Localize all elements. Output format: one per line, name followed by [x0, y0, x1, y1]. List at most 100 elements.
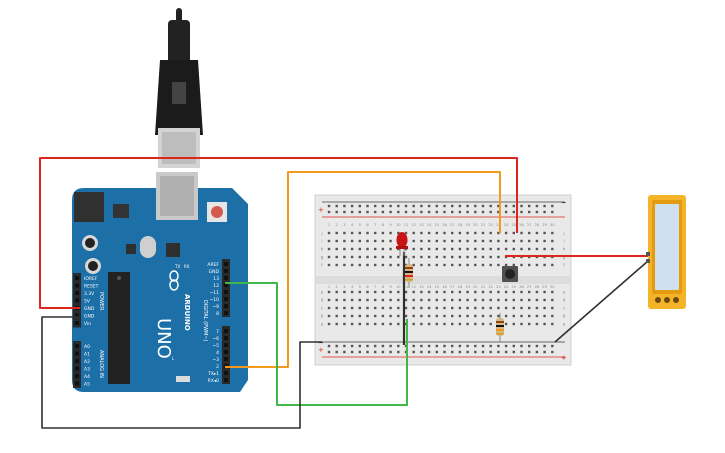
breadboard-hole[interactable]: [366, 322, 369, 326]
breadboard-hole[interactable]: [474, 306, 477, 310]
digital-pin[interactable]: [224, 350, 228, 354]
breadboard-hole[interactable]: [520, 298, 523, 302]
breadboard-hole[interactable]: [512, 298, 515, 302]
breadboard-hole[interactable]: [535, 344, 539, 348]
breadboard-hole[interactable]: [520, 239, 523, 243]
breadboard-hole[interactable]: [435, 344, 438, 348]
breadboard-hole[interactable]: [443, 231, 446, 235]
analog-pin[interactable]: [75, 374, 79, 378]
breadboard-hole[interactable]: [381, 210, 385, 214]
breadboard-hole[interactable]: [350, 255, 354, 259]
breadboard-hole[interactable]: [466, 306, 469, 310]
breadboard-hole[interactable]: [512, 204, 515, 208]
breadboard-hole[interactable]: [551, 263, 554, 267]
breadboard-hole[interactable]: [404, 231, 408, 235]
breadboard-hole[interactable]: [343, 231, 346, 235]
breadboard-hole[interactable]: [551, 322, 554, 326]
breadboard-hole[interactable]: [374, 290, 377, 294]
breadboard-hole[interactable]: [389, 344, 392, 348]
breadboard-hole[interactable]: [520, 350, 523, 354]
breadboard-hole[interactable]: [374, 263, 377, 267]
breadboard-hole[interactable]: [389, 255, 392, 259]
power-pin[interactable]: [75, 298, 79, 303]
breadboard-hole[interactable]: [435, 255, 438, 259]
breadboard-hole[interactable]: [504, 298, 508, 302]
breadboard-hole[interactable]: [512, 263, 515, 267]
breadboard-hole[interactable]: [350, 239, 354, 243]
breadboard-hole[interactable]: [343, 314, 346, 318]
breadboard-hole[interactable]: [343, 322, 346, 326]
breadboard-hole[interactable]: [474, 314, 477, 318]
digital-pin[interactable]: [224, 269, 228, 273]
breadboard-hole[interactable]: [489, 322, 492, 326]
breadboard-hole[interactable]: [420, 255, 423, 259]
breadboard-hole[interactable]: [443, 210, 446, 214]
digital-pin[interactable]: [224, 311, 228, 315]
breadboard-hole[interactable]: [504, 239, 508, 243]
digital-pin[interactable]: [224, 329, 228, 333]
breadboard-hole[interactable]: [543, 290, 546, 294]
breadboard-hole[interactable]: [420, 210, 423, 214]
breadboard-hole[interactable]: [427, 322, 431, 326]
power-pin[interactable]: [75, 321, 79, 325]
breadboard-hole[interactable]: [466, 231, 469, 235]
breadboard-hole[interactable]: [350, 306, 354, 310]
breadboard-hole[interactable]: [481, 204, 485, 208]
breadboard-hole[interactable]: [389, 306, 392, 310]
breadboard-hole[interactable]: [481, 298, 485, 302]
breadboard-hole[interactable]: [397, 314, 400, 318]
breadboard-hole[interactable]: [528, 231, 531, 235]
breadboard-hole[interactable]: [543, 263, 546, 267]
breadboard-hole[interactable]: [443, 344, 446, 348]
breadboard-hole[interactable]: [497, 314, 500, 318]
breadboard-hole[interactable]: [427, 298, 431, 302]
breadboard-hole[interactable]: [528, 263, 531, 267]
power-pin[interactable]: [75, 276, 79, 280]
breadboard-hole[interactable]: [474, 255, 477, 259]
breadboard-hole[interactable]: [366, 306, 369, 310]
breadboard-hole[interactable]: [350, 322, 354, 326]
breadboard-hole[interactable]: [497, 350, 500, 354]
breadboard-hole[interactable]: [504, 350, 508, 354]
breadboard-hole[interactable]: [381, 263, 385, 267]
breadboard-hole[interactable]: [343, 204, 346, 208]
breadboard-hole[interactable]: [397, 298, 400, 302]
breadboard-hole[interactable]: [443, 290, 446, 294]
breadboard-hole[interactable]: [389, 247, 392, 251]
breadboard-hole[interactable]: [397, 210, 400, 214]
breadboard-hole[interactable]: [481, 322, 485, 326]
breadboard-hole[interactable]: [435, 350, 438, 354]
breadboard-hole[interactable]: [451, 239, 454, 243]
breadboard-hole[interactable]: [528, 204, 531, 208]
breadboard-hole[interactable]: [335, 322, 338, 326]
breadboard-hole[interactable]: [343, 239, 346, 243]
breadboard-hole[interactable]: [420, 263, 423, 267]
breadboard-hole[interactable]: [404, 210, 408, 214]
breadboard-hole[interactable]: [497, 231, 500, 235]
breadboard-hole[interactable]: [443, 239, 446, 243]
breadboard-hole[interactable]: [504, 231, 508, 235]
breadboard-hole[interactable]: [435, 290, 438, 294]
breadboard-hole[interactable]: [358, 350, 361, 354]
analog-pin[interactable]: [75, 381, 79, 386]
breadboard-hole[interactable]: [543, 298, 546, 302]
breadboard-hole[interactable]: [358, 344, 361, 348]
breadboard-hole[interactable]: [481, 344, 485, 348]
breadboard-hole[interactable]: [504, 322, 508, 326]
breadboard-hole[interactable]: [350, 263, 354, 267]
breadboard-hole[interactable]: [474, 210, 477, 214]
breadboard-hole[interactable]: [451, 306, 454, 310]
breadboard-hole[interactable]: [504, 290, 508, 294]
breadboard-hole[interactable]: [397, 255, 400, 259]
breadboard-hole[interactable]: [520, 290, 523, 294]
breadboard-hole[interactable]: [497, 255, 500, 259]
breadboard-hole[interactable]: [497, 247, 500, 251]
breadboard-hole[interactable]: [374, 298, 377, 302]
breadboard-hole[interactable]: [497, 210, 500, 214]
breadboard-hole[interactable]: [535, 210, 539, 214]
breadboard-hole[interactable]: [435, 298, 438, 302]
breadboard-hole[interactable]: [458, 255, 462, 259]
breadboard-hole[interactable]: [389, 298, 392, 302]
breadboard-hole[interactable]: [412, 263, 415, 267]
breadboard-hole[interactable]: [381, 314, 385, 318]
